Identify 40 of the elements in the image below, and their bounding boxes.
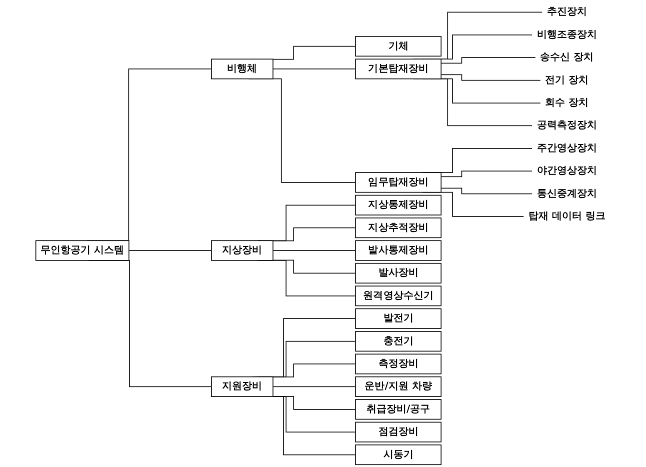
node-box: 점검장비 [355,422,442,442]
node-box: 무인항공기 시스템 [35,240,130,261]
connector [440,188,533,194]
node-box: 임무탑재장비 [355,172,442,193]
connector [272,46,356,60]
connector [128,250,212,251]
node-box: 발전기 [355,308,442,329]
node-box: 시동기 [355,444,442,466]
node-box: 기본탑재장비 [355,58,442,80]
connector [272,68,356,70]
node-text: 추진장치 [546,6,587,18]
connector [440,57,536,64]
node-text: 주간영상장치 [536,142,597,154]
connector [440,170,533,178]
connector [440,74,541,81]
node-box: 지상통제장비 [355,194,442,216]
node-text: 야간영상장치 [536,164,597,177]
node-text: 비행조종장치 [536,28,597,40]
node-box: 원격영상수신기 [355,286,442,306]
node-box: 기체 [355,36,442,57]
node-text: 회수 장치 [545,96,589,108]
node-box: 발사장비 [355,262,442,284]
node-text: 송수신 장치 [540,51,594,64]
node-box: 지원장비 [211,376,274,397]
node-text: 공력측정장치 [536,119,597,132]
node-box: 발사통제장비 [355,240,442,261]
node-box: 지상추적장비 [355,218,442,238]
node-box: 측정장비 [355,354,442,374]
connector [272,364,356,378]
node-box: 취급장비/공구 [355,399,442,420]
node-text: 통신중계장치 [536,187,597,200]
connector [272,386,356,388]
node-text: 탑재 데이터 링크 [528,210,606,222]
connector [272,250,356,251]
node-box: 운반/지원 차량 [355,376,442,397]
node-box: 충전기 [355,330,442,352]
node-text: 전기 장치 [545,74,589,86]
connector [272,227,356,242]
node-box: 지상장비 [211,240,274,261]
node-box: 비행체 [211,58,274,80]
